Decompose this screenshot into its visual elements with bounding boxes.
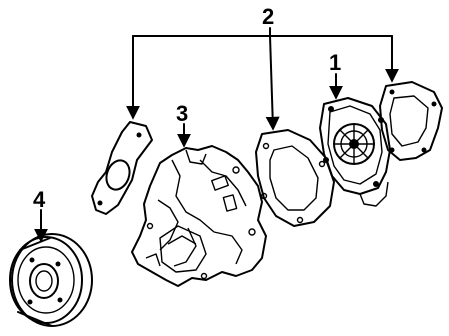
callout-1: 1 bbox=[329, 50, 341, 75]
callout-2: 2 bbox=[262, 4, 274, 29]
callout-3: 3 bbox=[176, 101, 188, 126]
callout-4: 4 bbox=[33, 187, 46, 212]
gasket-left bbox=[91, 121, 153, 215]
water-pump bbox=[319, 97, 391, 207]
pump-housing bbox=[131, 145, 267, 287]
gasket-middle bbox=[255, 129, 335, 227]
pulley bbox=[9, 233, 93, 327]
leader-2 bbox=[126, 27, 399, 131]
gasket-right bbox=[379, 81, 443, 161]
